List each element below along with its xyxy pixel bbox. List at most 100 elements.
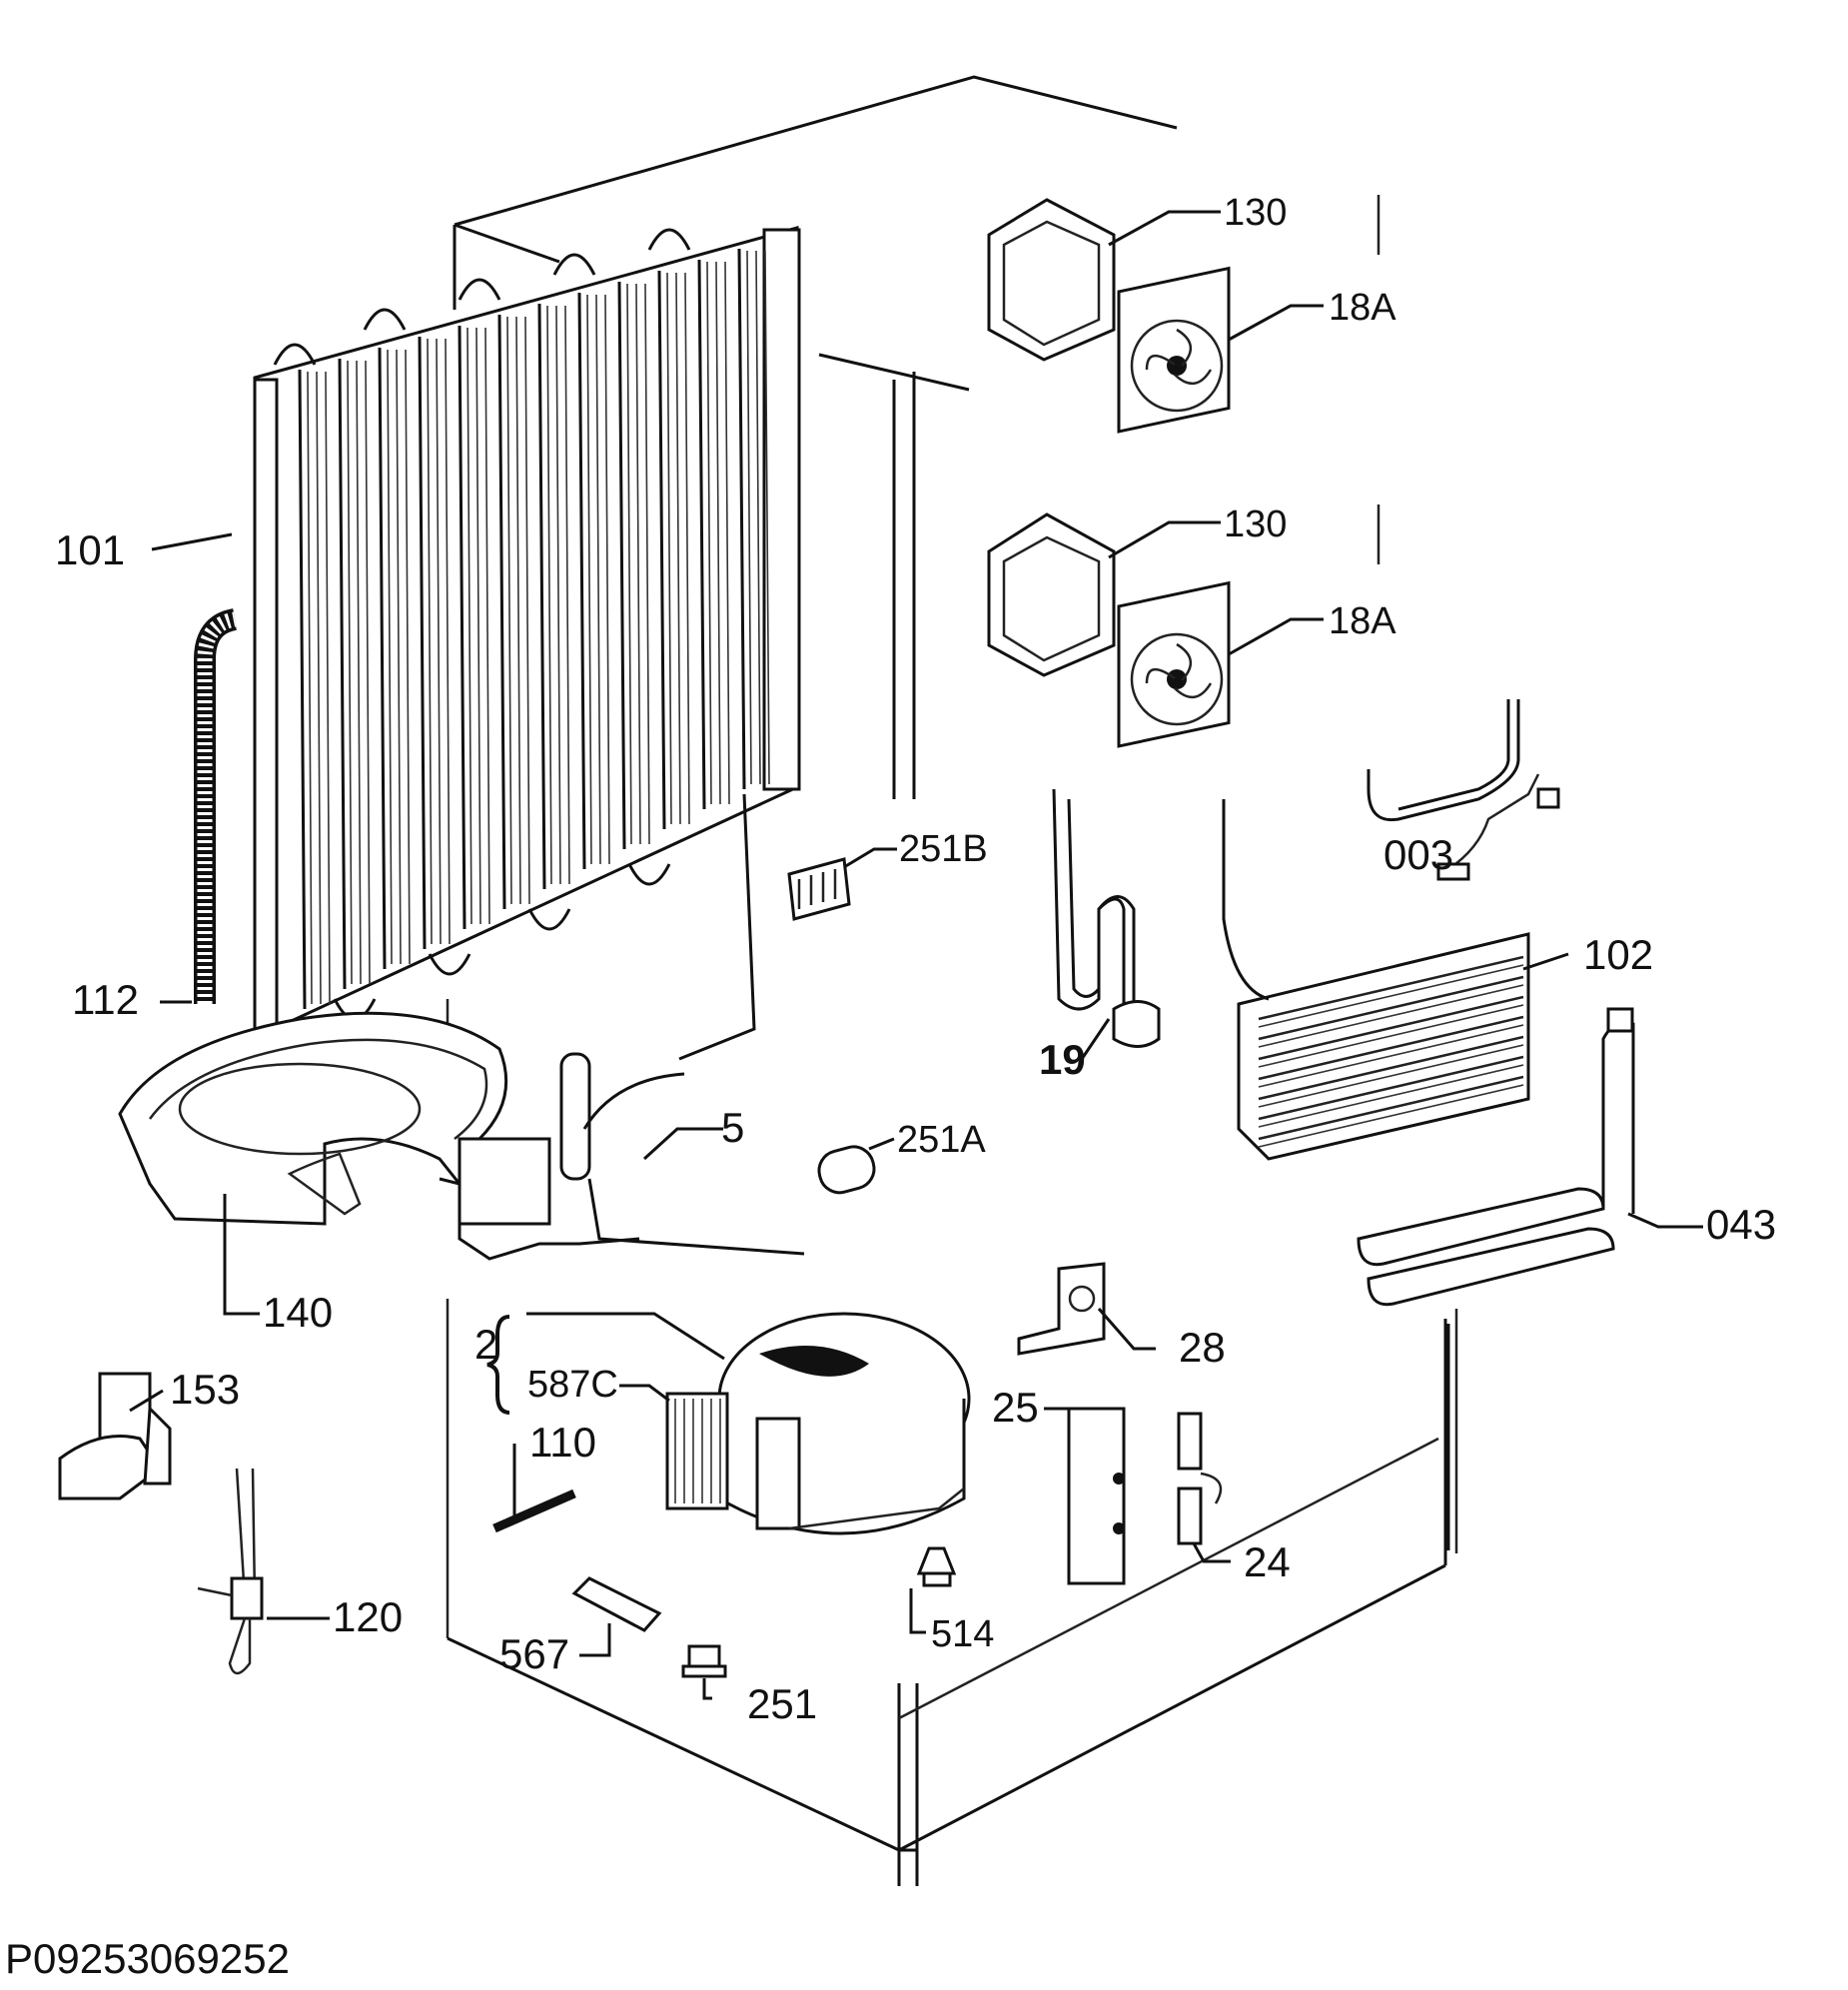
condenser-fin-line	[524, 316, 530, 905]
callout-5: 5	[721, 1104, 744, 1151]
cabinet-outline	[446, 75, 1458, 1886]
evaporator-tube	[1258, 955, 1524, 1021]
condenser-tube	[378, 347, 387, 970]
callout-251b: 251B	[899, 828, 988, 870]
condenser-fin-line	[466, 327, 472, 925]
condenser-tube	[298, 369, 307, 1010]
condenser-fin-line	[684, 272, 690, 825]
evaporator-fin-line	[1258, 1064, 1524, 1128]
condenser-tube	[737, 248, 746, 790]
condenser-fin-line	[475, 327, 481, 925]
evaporator-102	[1222, 699, 1530, 1161]
harness-003	[1436, 773, 1560, 881]
diagram-code: P09253069252	[5, 1935, 290, 1982]
condenser-fin-line	[755, 250, 761, 785]
evaporator-tube	[1258, 1015, 1524, 1081]
callout-101: 101	[55, 526, 125, 573]
relay-ribs	[674, 1399, 721, 1503]
drip-tray-140	[118, 1011, 508, 1226]
callout-102: 102	[1583, 931, 1653, 978]
condenser-fin-line	[724, 261, 730, 805]
condenser-fin-line	[325, 371, 331, 1005]
power-cord-19	[1052, 788, 1161, 1048]
compressor-2	[665, 1312, 971, 1535]
evaporator-fin-line	[1258, 964, 1524, 1028]
callout-251: 251	[747, 1680, 817, 1727]
condenser-fin-line	[564, 305, 570, 885]
valve-5	[439, 1052, 805, 1261]
heater-043	[1357, 1007, 1635, 1307]
condenser-tube	[338, 358, 347, 990]
condenser-fin-line	[546, 305, 552, 885]
plate-567	[571, 1576, 662, 1632]
thermostat-25	[1067, 1407, 1126, 1585]
evaporator-fin-line	[1258, 984, 1524, 1048]
evaporator-tube	[1258, 1035, 1524, 1101]
foot-514	[916, 1546, 957, 1587]
callout-251a: 251A	[897, 1119, 986, 1161]
evaporator-fin-line	[1258, 1044, 1524, 1108]
condenser-fin-line	[484, 327, 490, 925]
condenser-fin-line	[586, 294, 592, 865]
condenser-fin-line	[595, 294, 601, 865]
condenser-fin-line	[316, 371, 322, 1005]
condenser-fin-line	[706, 261, 712, 805]
condenser-fin-line	[715, 261, 721, 805]
condenser-fins	[298, 248, 770, 1010]
callout-28: 28	[1179, 1324, 1226, 1371]
callout-18a-mid: 18A	[1329, 600, 1396, 642]
condenser-fin-line	[356, 360, 362, 985]
rod-110	[492, 1489, 576, 1533]
callout-labels: 101 112 140 153 120 110 567 251 2 587C 5…	[5, 192, 1776, 1982]
callout-2: 2	[474, 1321, 497, 1368]
condenser-fin-line	[387, 349, 393, 965]
nut-251	[681, 1644, 727, 1678]
condenser-tube	[577, 292, 586, 870]
condenser-fin-line	[604, 294, 610, 865]
evaporator-tube	[1258, 1075, 1524, 1141]
callout-567: 567	[499, 1630, 569, 1677]
condenser-tube	[537, 303, 546, 890]
condenser-fin-line	[427, 338, 433, 945]
condenser-fin-line	[515, 316, 521, 905]
condenser-fin-line	[644, 283, 650, 845]
grommet-251a	[817, 1145, 876, 1195]
callout-587c: 587C	[527, 1364, 618, 1406]
callout-003: 003	[1384, 831, 1453, 878]
callout-112: 112	[72, 976, 139, 1023]
evaporator-tube	[1258, 995, 1524, 1061]
fan-18a-mid	[1117, 580, 1231, 748]
condenser-fin-line	[405, 349, 411, 965]
condenser-fin-line	[746, 250, 752, 785]
condenser-tube	[617, 281, 626, 850]
callout-19: 19	[1039, 1036, 1086, 1083]
callout-130-top: 130	[1224, 192, 1287, 234]
condenser-fin-line	[365, 360, 371, 985]
evaporator-fin-line	[1258, 1084, 1524, 1148]
evaporator-fin-line	[1258, 1004, 1524, 1068]
condenser-fin-line	[445, 338, 451, 945]
condenser-tube	[497, 314, 506, 910]
fan-box-130-top	[987, 198, 1116, 362]
condenser-fin-line	[764, 250, 770, 785]
condenser-101	[253, 226, 801, 1061]
condenser-tube	[697, 259, 706, 810]
knob-24	[1177, 1412, 1223, 1545]
callout-153: 153	[170, 1366, 240, 1413]
callout-043: 043	[1706, 1201, 1776, 1248]
callout-24: 24	[1244, 1538, 1291, 1585]
evaporator-tube	[1258, 1055, 1524, 1121]
fan-box-130-mid	[987, 512, 1116, 677]
condenser-fin-line	[396, 349, 402, 965]
condenser-fin-line	[506, 316, 512, 905]
evaporator-fin-line	[1258, 1024, 1524, 1088]
callout-120: 120	[333, 1593, 403, 1640]
callout-140: 140	[263, 1289, 333, 1336]
clip-251b	[787, 857, 851, 921]
condenser-fin-line	[666, 272, 672, 825]
bracket-28	[1017, 1262, 1106, 1356]
condenser-tube	[657, 270, 666, 830]
leader-lines	[129, 210, 1703, 1700]
valve-153	[58, 1372, 172, 1500]
